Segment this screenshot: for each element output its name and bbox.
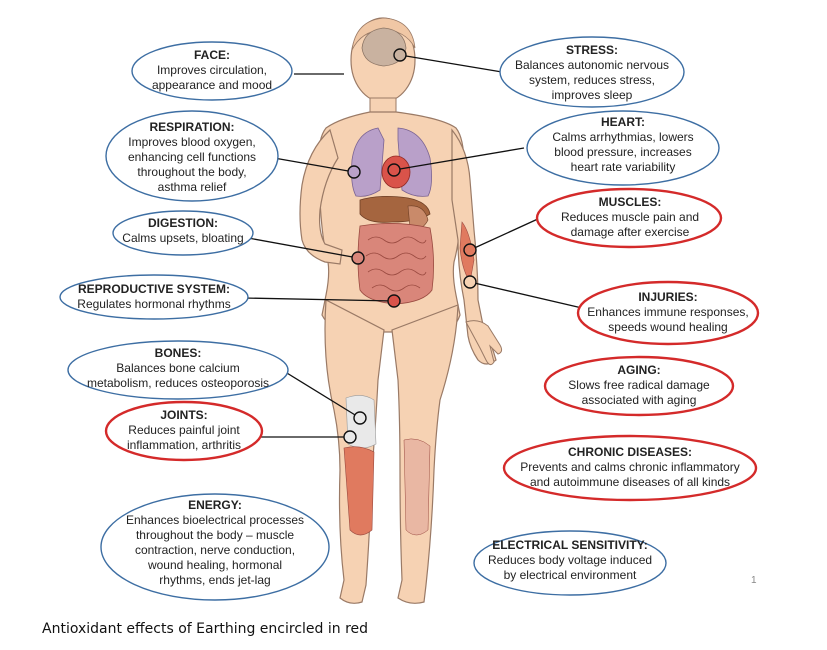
label-ellipse-face [131,41,293,101]
label-heart-text: Calms arrhythmias, lowers blood pressure… [552,130,694,174]
label-face-title: FACE: [194,48,230,62]
label-joints-title: JOINTS: [160,408,208,422]
label-injuries: INJURIES: Enhances immune responses, spe… [580,290,756,335]
label-ellipse-heart [526,110,720,186]
label-digestion: DIGESTION: Calms upsets, bloating [118,216,248,246]
lung-left [351,127,385,197]
label-bones-title: BONES: [154,346,202,360]
label-muscles: MUSCLES: Reduces muscle pain and damage … [542,195,718,240]
marker-circles [343,48,477,444]
connector-respiration [273,157,355,173]
label-respiration-title: RESPIRATION: [149,120,235,134]
label-digestion-title: DIGESTION: [147,216,218,230]
label-ellipse-energy [100,493,330,601]
label-reproductive-title: REPRODUCTIVE SYSTEM: [77,282,230,296]
label-aging-text: Slows free radical damage associated wit… [568,378,710,407]
label-bones-text: Balances bone calcium metabolism, reduce… [86,361,270,390]
label-electrical-text: Reduces body voltage induced by electric… [487,553,653,582]
connector-injuries [469,281,583,309]
label-ellipse-stress [499,36,685,108]
arm-left [299,128,343,265]
label-energy-title: ENERGY: [188,498,242,512]
marker-reproductive [387,294,401,308]
connector-muscles [469,217,541,251]
label-ellipse-chronic [502,434,758,502]
marker-respiration [347,165,361,179]
label-energy: ENERGY: Enhances bioelectrical processes… [112,498,318,588]
marker-stress [393,48,407,62]
label-bones: BONES: Balances bone calcium metabolism,… [72,346,284,391]
label-ellipse-electrical [473,530,667,596]
label-muscles-title: MUSCLES: [598,195,662,209]
body-figure [299,17,503,604]
label-respiration-text: Improves blood oxygen, enhancing cell fu… [127,135,257,194]
label-aging: AGING: Slows free radical damage associa… [548,363,730,408]
intestines [357,223,434,305]
connector-heart [393,147,525,171]
marker-bones [353,411,367,425]
label-joints: JOINTS: Reduces painful joint inflammati… [110,408,258,453]
connector-reproductive [243,297,395,302]
label-injuries-title: INJURIES: [638,290,698,304]
label-injuries-text: Enhances immune responses, speeds wound … [587,305,749,334]
label-stress: STRESS: Balances autonomic nervous syste… [502,43,682,103]
label-ellipse-reproductive [59,274,249,320]
label-ellipse-digestion [112,210,254,256]
label-aging-title: AGING: [617,363,661,377]
figure-caption: Antioxidant effects of Earthing encircle… [42,621,369,637]
label-heart-title: HEART: [601,115,645,129]
connector-digestion [247,237,359,259]
marker-joints [343,430,357,444]
label-stress-text: Balances autonomic nervous system, reduc… [514,58,670,102]
calf-muscle [343,446,375,536]
hand-right [465,320,503,366]
label-ellipse-injuries [576,280,760,346]
marker-muscles [463,243,477,257]
marker-injuries [463,275,477,289]
label-heart: HEART: Calms arrhythmias, lowers blood p… [530,115,716,175]
connector-bones [281,369,361,419]
label-joints-text: Reduces painful joint inflammation, arth… [126,423,242,452]
label-reproductive: REPRODUCTIVE SYSTEM: Regulates hormonal … [64,282,244,312]
label-ellipses [59,36,760,601]
label-reproductive-text: Regulates hormonal rhythms [77,297,231,311]
label-ellipse-aging [543,355,735,417]
label-chronic-text: Prevents and calms chronic inflammatory … [520,460,740,489]
label-ellipse-joints [104,400,264,462]
label-ellipse-respiration [105,110,279,202]
label-muscles-text: Reduces muscle pain and damage after exe… [560,210,700,239]
label-electrical: ELECTRICAL SENSITIVITY: Reduces body vol… [478,538,662,583]
label-ellipse-bones [67,340,289,400]
label-respiration: RESPIRATION: Improves blood oxygen, enha… [112,120,272,195]
label-face-text: Improves circulation, appearance and moo… [151,63,273,92]
label-chronic: CHRONIC DISEASES: Prevents and calms chr… [508,445,752,490]
label-ellipse-muscles [535,187,723,249]
label-electrical-title: ELECTRICAL SENSITIVITY: [492,538,648,552]
label-digestion-text: Calms upsets, bloating [122,231,244,245]
label-energy-text: Enhances bioelectrical processes through… [125,513,305,587]
marker-heart [387,163,401,177]
connector-lines [243,54,583,438]
shin-muscle [403,438,431,536]
label-chronic-title: CHRONIC DISEASES: [567,445,692,459]
page-number: 1 [751,575,757,586]
marker-digestion [351,251,365,265]
label-face: FACE: Improves circulation, appearance a… [132,48,292,93]
connector-stress [399,54,503,73]
label-stress-title: STRESS: [565,43,618,57]
intestine-folds [365,236,427,292]
